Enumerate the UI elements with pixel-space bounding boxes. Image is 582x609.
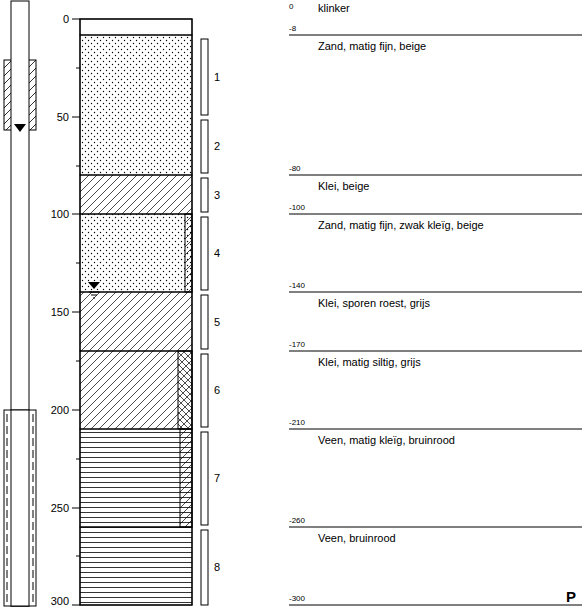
depth-label: -100 [289, 204, 305, 213]
soil-column [80, 19, 192, 605]
well-pipe [4, 1, 36, 606]
page-letter: P [566, 589, 576, 606]
depth-axis [72, 19, 80, 605]
depth-label: 0 [289, 3, 293, 12]
layer-description: Veen, bruinrood [318, 532, 396, 544]
depth-tick-label: 300 [51, 595, 69, 607]
layer-number: 4 [214, 247, 220, 259]
layer-description: Veen, matig kleïg, bruinrood [318, 434, 455, 446]
description-lines [289, 35, 582, 605]
sample-brackets [201, 39, 208, 605]
depth-label: -170 [289, 341, 305, 350]
layer-description: Klei, sporen roest, grijs [318, 297, 430, 309]
depth-label: -80 [289, 165, 301, 174]
layer-description: klinker [318, 2, 350, 14]
depth-label: -8 [289, 25, 296, 34]
layer-number: 7 [214, 472, 220, 484]
depth-tick-label: 150 [51, 306, 69, 318]
depth-tick-label: 50 [57, 111, 69, 123]
depth-label: -300 [289, 595, 305, 604]
layer-number: 2 [214, 140, 220, 152]
depth-label: -210 [289, 419, 305, 428]
layer-number: 5 [214, 316, 220, 328]
depth-tick-label: 100 [51, 208, 69, 220]
depth-label: -140 [289, 282, 305, 291]
depth-tick-label: 200 [51, 404, 69, 416]
layer-description: Klei, beige [318, 180, 369, 192]
depth-tick-label: 250 [51, 502, 69, 514]
layer-number: 1 [214, 71, 220, 83]
layer-description: Zand, matig fijn, beige [318, 40, 426, 52]
groundwater-symbol [88, 282, 100, 298]
layer-number: 6 [214, 384, 220, 396]
depth-label: -260 [289, 517, 305, 526]
depth-tick-label: 0 [63, 13, 69, 25]
layer-description: Zand, matig fijn, zwak kleïg, beige [318, 219, 484, 231]
layer-description: Klei, matig siltig, grijs [318, 356, 421, 368]
layer-number: 3 [214, 189, 220, 201]
layer-number: 8 [214, 561, 220, 573]
